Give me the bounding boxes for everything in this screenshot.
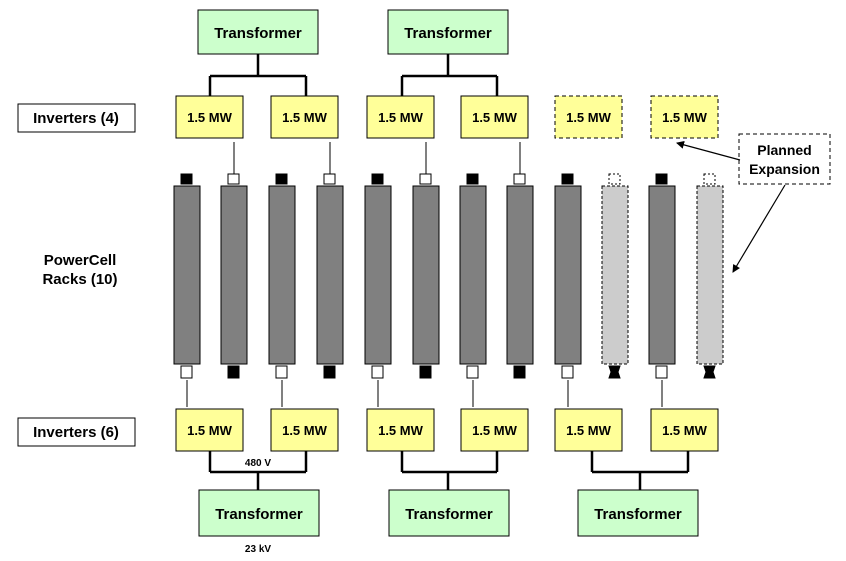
row-label-racks-line1: PowerCell [44, 252, 117, 269]
inverter-label: 1.5 MW [378, 110, 424, 125]
planned-top-inverter: 1.5 MW [650, 95, 719, 139]
top-transformer: Transformer [197, 9, 319, 55]
inverter-label: 1.5 MW [187, 110, 233, 125]
callout-line2: Expansion [749, 161, 820, 177]
transformer-label: Transformer [215, 506, 303, 523]
bottom-inverter: 1.5 MW [650, 408, 719, 452]
inverter-label: 1.5 MW [472, 423, 518, 438]
bottom-inverter: 1.5 MW [366, 408, 435, 452]
row-label-racks-line2: Racks (10) [42, 271, 117, 288]
inverter-label: 1.5 MW [378, 423, 424, 438]
transformer-label: Transformer [594, 506, 682, 523]
voltage-label-480v: 480 V [245, 458, 271, 469]
row-label-inverters-top: Inverters (4) [17, 103, 136, 133]
row-label-racks: PowerCell Racks (10) [42, 252, 117, 288]
top-inverter: 1.5 MW [366, 95, 435, 139]
bottom-inverter: 1.5 MW [554, 408, 623, 452]
powercell-rack [506, 173, 534, 379]
powercell-rack [220, 173, 248, 379]
powercell-rack [459, 173, 487, 379]
planned-top-inverter: 1.5 MW [554, 95, 623, 139]
powercell-rack [316, 173, 344, 379]
racks [173, 173, 724, 379]
planned-expansion-callout: Planned Expansion [738, 133, 831, 185]
bottom-transformer: Transformer [577, 489, 699, 537]
powercell-rack [412, 173, 440, 379]
planned-powercell-rack [601, 173, 629, 379]
inverter-label: 1.5 MW [662, 423, 708, 438]
top-transformer-connectors [208, 54, 499, 96]
powercell-rack [648, 173, 676, 379]
powercell-rack [554, 173, 582, 379]
top-inverter: 1.5 MW [270, 95, 339, 139]
row-label-text: Inverters (4) [33, 110, 119, 127]
callout-arrow-to-inverters [676, 140, 741, 161]
top-inverter: 1.5 MW [460, 95, 529, 139]
inverter-label: 1.5 MW [472, 110, 518, 125]
callout-line1: Planned [757, 142, 811, 158]
planned-powercell-rack [696, 173, 724, 379]
inverter-label: 1.5 MW [187, 423, 233, 438]
row-label-text: Inverters (6) [33, 424, 119, 441]
inverter-label: 1.5 MW [566, 110, 612, 125]
transformer-label: Transformer [405, 506, 493, 523]
inverter-label: 1.5 MW [282, 110, 328, 125]
top-inverter: 1.5 MW [175, 95, 244, 139]
transformer-label: Transformer [404, 25, 492, 42]
inverter-label: 1.5 MW [566, 423, 612, 438]
callout-arrow-to-racks [732, 184, 786, 273]
bottom-transformer-connectors [208, 451, 690, 490]
bottom-inverter: 1.5 MW [175, 408, 244, 452]
bottom-inverter: 1.5 MW [460, 408, 529, 452]
powercell-rack [268, 173, 296, 379]
bottom-transformer: Transformer [388, 489, 510, 537]
transformer-label: Transformer [214, 25, 302, 42]
rack-inverter-wires [186, 142, 663, 407]
powercell-rack [173, 173, 201, 379]
bottom-transformer: Transformer [198, 489, 320, 537]
voltage-label-23kv: 23 kV [245, 544, 271, 555]
top-transformer: Transformer [387, 9, 509, 55]
inverter-label: 1.5 MW [662, 110, 708, 125]
bottom-inverter: 1.5 MW [270, 408, 339, 452]
inverter-label: 1.5 MW [282, 423, 328, 438]
row-label-inverters-bottom: Inverters (6) [17, 417, 136, 447]
powercell-rack [364, 173, 392, 379]
